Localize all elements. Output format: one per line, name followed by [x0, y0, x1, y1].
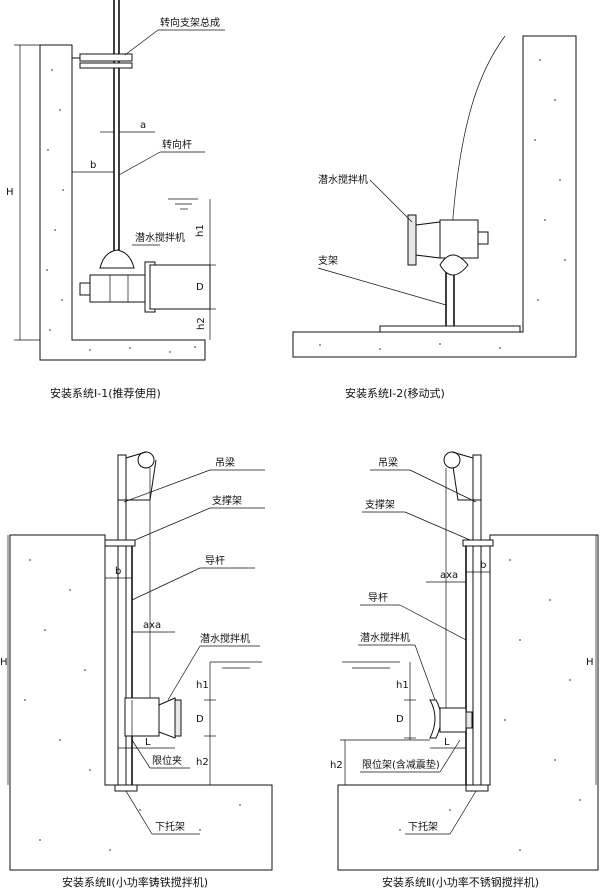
- panel4-dim-H: H: [586, 657, 594, 668]
- panel2-caption: 安装系统Ⅰ-2(移动式): [345, 386, 445, 400]
- panel4-label-mixer: 潜水搅拌机: [360, 631, 410, 644]
- panel2-mixer: [407, 214, 489, 276]
- panel4-mixer: [429, 699, 473, 739]
- panel-3: H 吊梁 支撑架 导杆 b axa: [0, 451, 273, 889]
- panel-2: 潜水搅拌机 支架 安装系统Ⅰ-2(移动式): [292, 35, 577, 400]
- panel2-wall-texture: [319, 59, 566, 350]
- panel1-label-mixer: 潜水搅拌机: [135, 231, 185, 244]
- panel4-label-stopper: 限位架(含减震垫): [362, 758, 440, 771]
- panel1-wall: [39, 44, 206, 361]
- panel-1: H 转向支架总成 a 转向杆 b: [6, 0, 225, 400]
- panel3-label-stopper: 限位夹: [152, 754, 182, 767]
- panel3-dim-L: L: [145, 737, 151, 748]
- panel1-guide-frame: [79, 53, 133, 62]
- panel3-dim-D: D: [196, 714, 204, 725]
- panel3-dim-b: b: [115, 566, 121, 577]
- panel4-caption: 安装系统Ⅱ(小功率不锈钢搅拌机): [382, 875, 539, 889]
- panel3-caption: 安装系统Ⅱ(小功率铸铁搅拌机): [62, 875, 208, 889]
- panel2-label-mixer: 潜水搅拌机: [318, 173, 368, 186]
- panel4-beam: [472, 454, 482, 786]
- panel-4: H 吊梁 支撑架 导杆 axa b: [330, 451, 599, 889]
- panel1-label-guide-frame: 转向支架总成: [160, 16, 220, 29]
- panel1-dim-h2: h2: [196, 317, 207, 330]
- panel3-label-bottom-bracket: 下托架: [155, 820, 185, 833]
- panel1-dim-h1: h1: [195, 224, 206, 237]
- panel4-dim-h2: h2: [330, 760, 343, 771]
- panel1-label-guide-rod: 转向杆: [162, 138, 192, 151]
- panel4-label-brace: 支撑架: [365, 498, 395, 511]
- panel1-dim-D: D: [196, 282, 204, 293]
- panel3-wall-texture: [24, 559, 241, 851]
- panel1-dim-H: H: [6, 187, 14, 198]
- panel3-label-guide-rod: 导杆: [205, 555, 225, 567]
- panel2-wall: [292, 35, 577, 358]
- panel3-dim-h1: h1: [196, 680, 209, 691]
- panel4-label-guide-rod: 导杆: [368, 592, 388, 604]
- panel1-wall-texture: [46, 69, 196, 353]
- panel3-dim-h2: h2: [196, 757, 209, 768]
- panel3-mixer: [124, 697, 182, 739]
- panel4-dim-h1: h1: [396, 680, 409, 691]
- panel1-dim-b: b: [90, 160, 96, 171]
- panel4-dim-D: D: [396, 714, 404, 725]
- panel4-wall-texture: [399, 559, 581, 851]
- panel4-label-bottom-bracket: 下托架: [408, 820, 438, 833]
- panel1-caption: 安装系统Ⅰ-1(推荐使用): [50, 386, 161, 400]
- panel3-dim-axa: axa: [143, 620, 161, 631]
- panel4-label-beam: 吊梁: [378, 456, 398, 469]
- panel4-wall: [337, 534, 599, 871]
- panel3-dim-H: H: [0, 657, 8, 668]
- panel4-dim-b: b: [480, 560, 486, 571]
- panel4-dim-axa: axa: [440, 570, 458, 581]
- panel3-label-beam: 吊梁: [215, 456, 235, 469]
- panel1-mixer: [79, 249, 211, 313]
- panel4-dim-L: L: [444, 737, 450, 748]
- panel3-label-brace: 支撑架: [212, 494, 242, 507]
- panel3-wall: [9, 534, 273, 871]
- panel1-dim-a: a: [140, 120, 146, 131]
- panel2-cable: [451, 35, 506, 231]
- panel2-label-support: 支架: [318, 255, 338, 267]
- panel3-label-mixer: 潜水搅拌机: [200, 632, 250, 645]
